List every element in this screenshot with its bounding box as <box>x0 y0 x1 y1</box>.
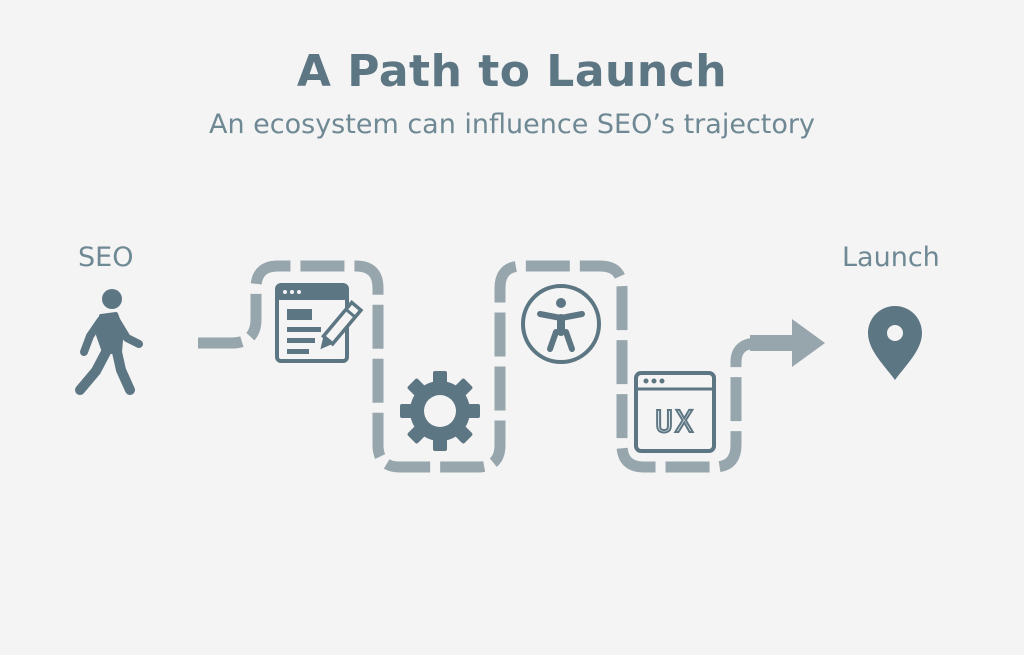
page-title: A Path to Launch <box>296 46 728 97</box>
gear-icon <box>400 371 480 451</box>
ux-text: UX <box>655 405 695 440</box>
dashed-path <box>198 260 759 473</box>
content-editing-icon <box>275 283 364 363</box>
accessibility-icon <box>521 284 601 364</box>
walking-person-icon <box>75 289 143 395</box>
launch-label: Launch <box>842 242 940 273</box>
arrow-right-icon <box>750 319 825 367</box>
page-subtitle: An ecosystem can influence SEO’s traject… <box>209 109 815 140</box>
seo-label: SEO <box>78 242 134 273</box>
location-pin-icon <box>868 306 922 380</box>
ux-window-icon: UX <box>634 371 716 453</box>
